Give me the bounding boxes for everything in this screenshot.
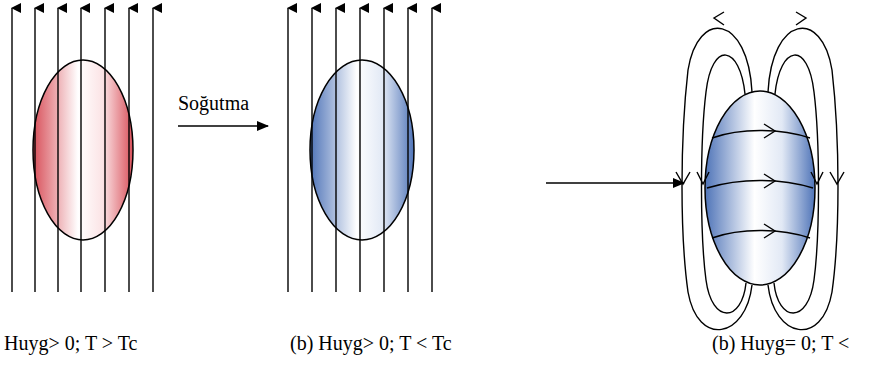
- cooled-panel: [288, 8, 432, 292]
- trapped-flux-panel: [676, 12, 844, 330]
- sample-ellipse: [310, 60, 414, 240]
- process-arrow: [178, 125, 268, 127]
- sample-ellipse: [33, 60, 133, 240]
- field-lines: [288, 8, 432, 292]
- caption: Huyg> 0; T > Tc: [4, 332, 137, 354]
- flux-arrowheads: [676, 12, 844, 238]
- field-lines: [12, 8, 153, 292]
- normal-state-panel: [12, 8, 153, 292]
- process-arrow: [546, 182, 684, 184]
- flux-loops: [682, 28, 838, 329]
- caption: (b) Huyg= 0; T <: [712, 332, 849, 354]
- process-label: Soğutma: [178, 92, 249, 114]
- sample-ellipse: [705, 91, 815, 285]
- caption: (b) Huyg> 0; T < Tc: [290, 332, 452, 354]
